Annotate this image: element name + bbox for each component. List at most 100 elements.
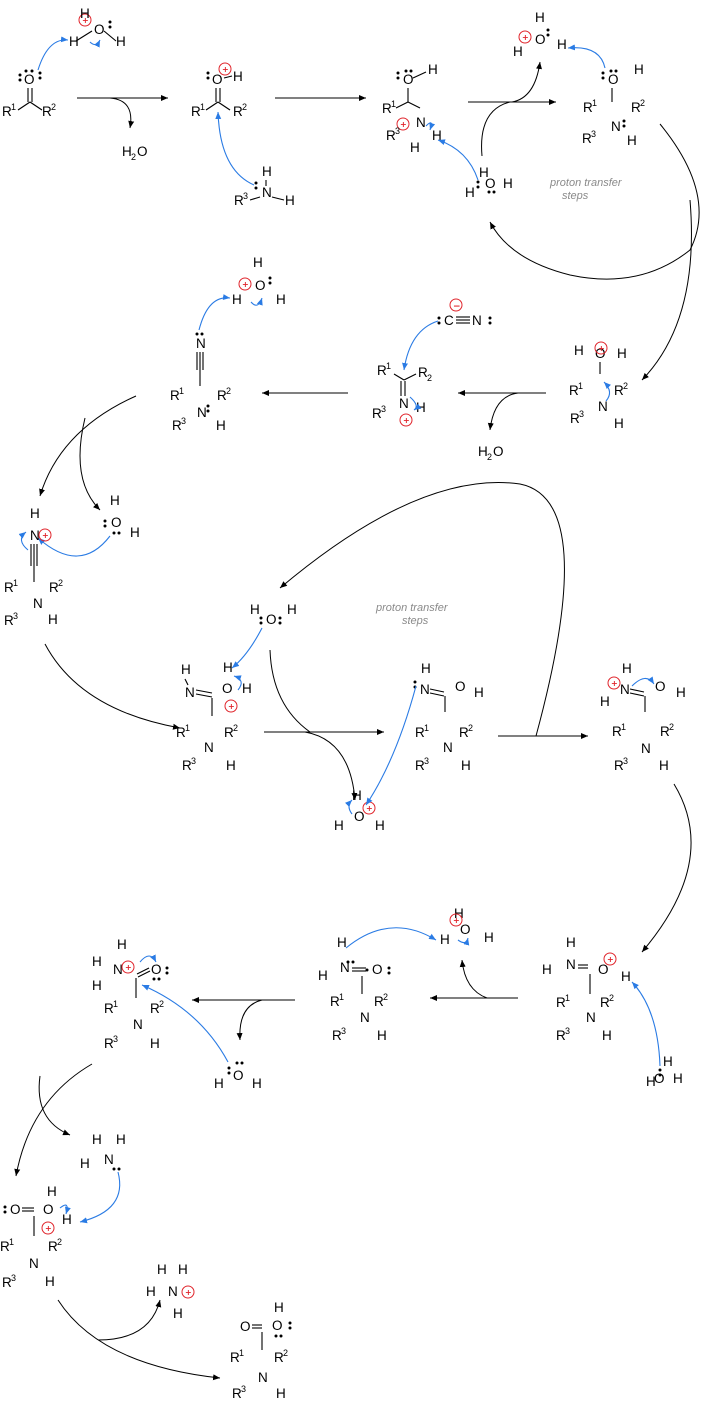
svg-text:1: 1	[578, 381, 583, 391]
svg-text:H: H	[45, 1274, 55, 1289]
svg-text:R: R	[614, 383, 624, 398]
svg-text:2: 2	[233, 723, 238, 733]
svg-text:N: N	[204, 740, 214, 755]
svg-text:H: H	[503, 176, 513, 191]
svg-text:H: H	[478, 444, 488, 459]
svg-text:R: R	[386, 128, 396, 143]
svg-text:−: −	[453, 302, 461, 312]
svg-text:2: 2	[487, 452, 492, 462]
svg-text:H: H	[557, 37, 567, 52]
svg-text:R: R	[176, 725, 186, 740]
svg-text:O: O	[233, 1068, 244, 1083]
svg-text:O: O	[137, 144, 148, 159]
svg-text:H: H	[150, 1036, 160, 1051]
svg-text:H: H	[673, 1071, 683, 1086]
svg-text:O: O	[24, 72, 35, 87]
svg-text:H: H	[287, 602, 297, 617]
svg-text:R: R	[330, 994, 340, 1009]
svg-text:+: +	[125, 963, 132, 972]
svg-text:H: H	[130, 525, 140, 540]
svg-text:N: N	[586, 1010, 596, 1025]
svg-text:R: R	[415, 758, 425, 773]
svg-text:O: O	[655, 679, 666, 694]
svg-text:H: H	[574, 343, 584, 358]
svg-text:R: R	[569, 383, 579, 398]
svg-text:O: O	[94, 22, 105, 37]
svg-text:1: 1	[185, 723, 190, 733]
svg-text:+: +	[598, 344, 605, 353]
svg-text:H: H	[318, 968, 328, 983]
svg-text:2: 2	[669, 722, 674, 732]
svg-text:H: H	[627, 133, 637, 148]
svg-text:H: H	[276, 292, 286, 307]
svg-text:2: 2	[640, 98, 645, 108]
hydronium-2: H O H H +	[513, 10, 567, 59]
svg-text:H: H	[337, 935, 347, 950]
svg-text:R: R	[556, 1028, 566, 1043]
svg-text:N: N	[399, 396, 409, 411]
ammonium: H H N H H +	[146, 1262, 195, 1321]
svg-text:O: O	[272, 1318, 283, 1333]
svg-text:O: O	[222, 681, 233, 696]
svg-text:2: 2	[468, 723, 473, 733]
svg-text:H: H	[634, 62, 644, 77]
svg-text:C: C	[444, 313, 454, 328]
svg-text:1: 1	[386, 361, 391, 371]
svg-text:R: R	[377, 363, 387, 378]
svg-text:1: 1	[391, 99, 396, 109]
proton-transfer-note-1b: steps	[562, 190, 589, 202]
svg-text:H: H	[146, 1284, 156, 1299]
svg-text:N: N	[30, 528, 40, 543]
svg-text:O: O	[493, 444, 504, 459]
svg-text:H: H	[92, 954, 102, 969]
svg-text:O: O	[485, 176, 496, 191]
svg-text:H: H	[479, 165, 489, 180]
svg-text:H: H	[542, 962, 552, 977]
svg-text:1: 1	[179, 386, 184, 396]
svg-text:R: R	[600, 995, 610, 1010]
svg-text:N: N	[472, 313, 482, 328]
svg-text:H: H	[276, 1386, 286, 1401]
svg-text:H: H	[646, 1074, 656, 1089]
svg-text:O: O	[111, 515, 122, 530]
svg-text:2: 2	[609, 993, 614, 1003]
svg-text:+: +	[607, 955, 614, 964]
svg-text:R: R	[582, 131, 592, 146]
svg-text:+: +	[222, 65, 229, 74]
svg-text:1: 1	[13, 578, 18, 588]
svg-text:H: H	[461, 758, 471, 773]
svg-text:H: H	[30, 506, 40, 521]
svg-text:R: R	[224, 725, 234, 740]
svg-text:+: +	[611, 679, 618, 688]
svg-text:R: R	[660, 724, 670, 739]
svg-text:H: H	[110, 493, 120, 508]
svg-text:H: H	[421, 661, 431, 676]
svg-text:R: R	[2, 1275, 12, 1290]
svg-text:H: H	[440, 932, 450, 947]
svg-text:N: N	[104, 1152, 114, 1167]
svg-text:R: R	[104, 1001, 114, 1016]
proton-transfer-note-1: proton transfer	[549, 177, 623, 189]
svg-text:O: O	[608, 72, 619, 87]
svg-text:R: R	[274, 1350, 284, 1365]
svg-text:H: H	[474, 685, 484, 700]
water-base-2: H O H	[37, 493, 140, 557]
svg-text:3: 3	[191, 756, 196, 766]
svg-text:R: R	[372, 406, 382, 421]
svg-text:1: 1	[11, 102, 16, 112]
svg-text:N: N	[443, 740, 453, 755]
svg-text:O: O	[460, 922, 471, 937]
svg-text:3: 3	[579, 409, 584, 419]
svg-text:1: 1	[239, 1348, 244, 1358]
svg-text:O: O	[598, 962, 609, 977]
svg-text:H: H	[416, 400, 426, 415]
svg-text:N: N	[620, 682, 630, 697]
svg-text:3: 3	[395, 126, 400, 136]
svg-text:O: O	[403, 72, 414, 87]
svg-text:2: 2	[283, 1348, 288, 1358]
svg-text:O: O	[455, 679, 466, 694]
